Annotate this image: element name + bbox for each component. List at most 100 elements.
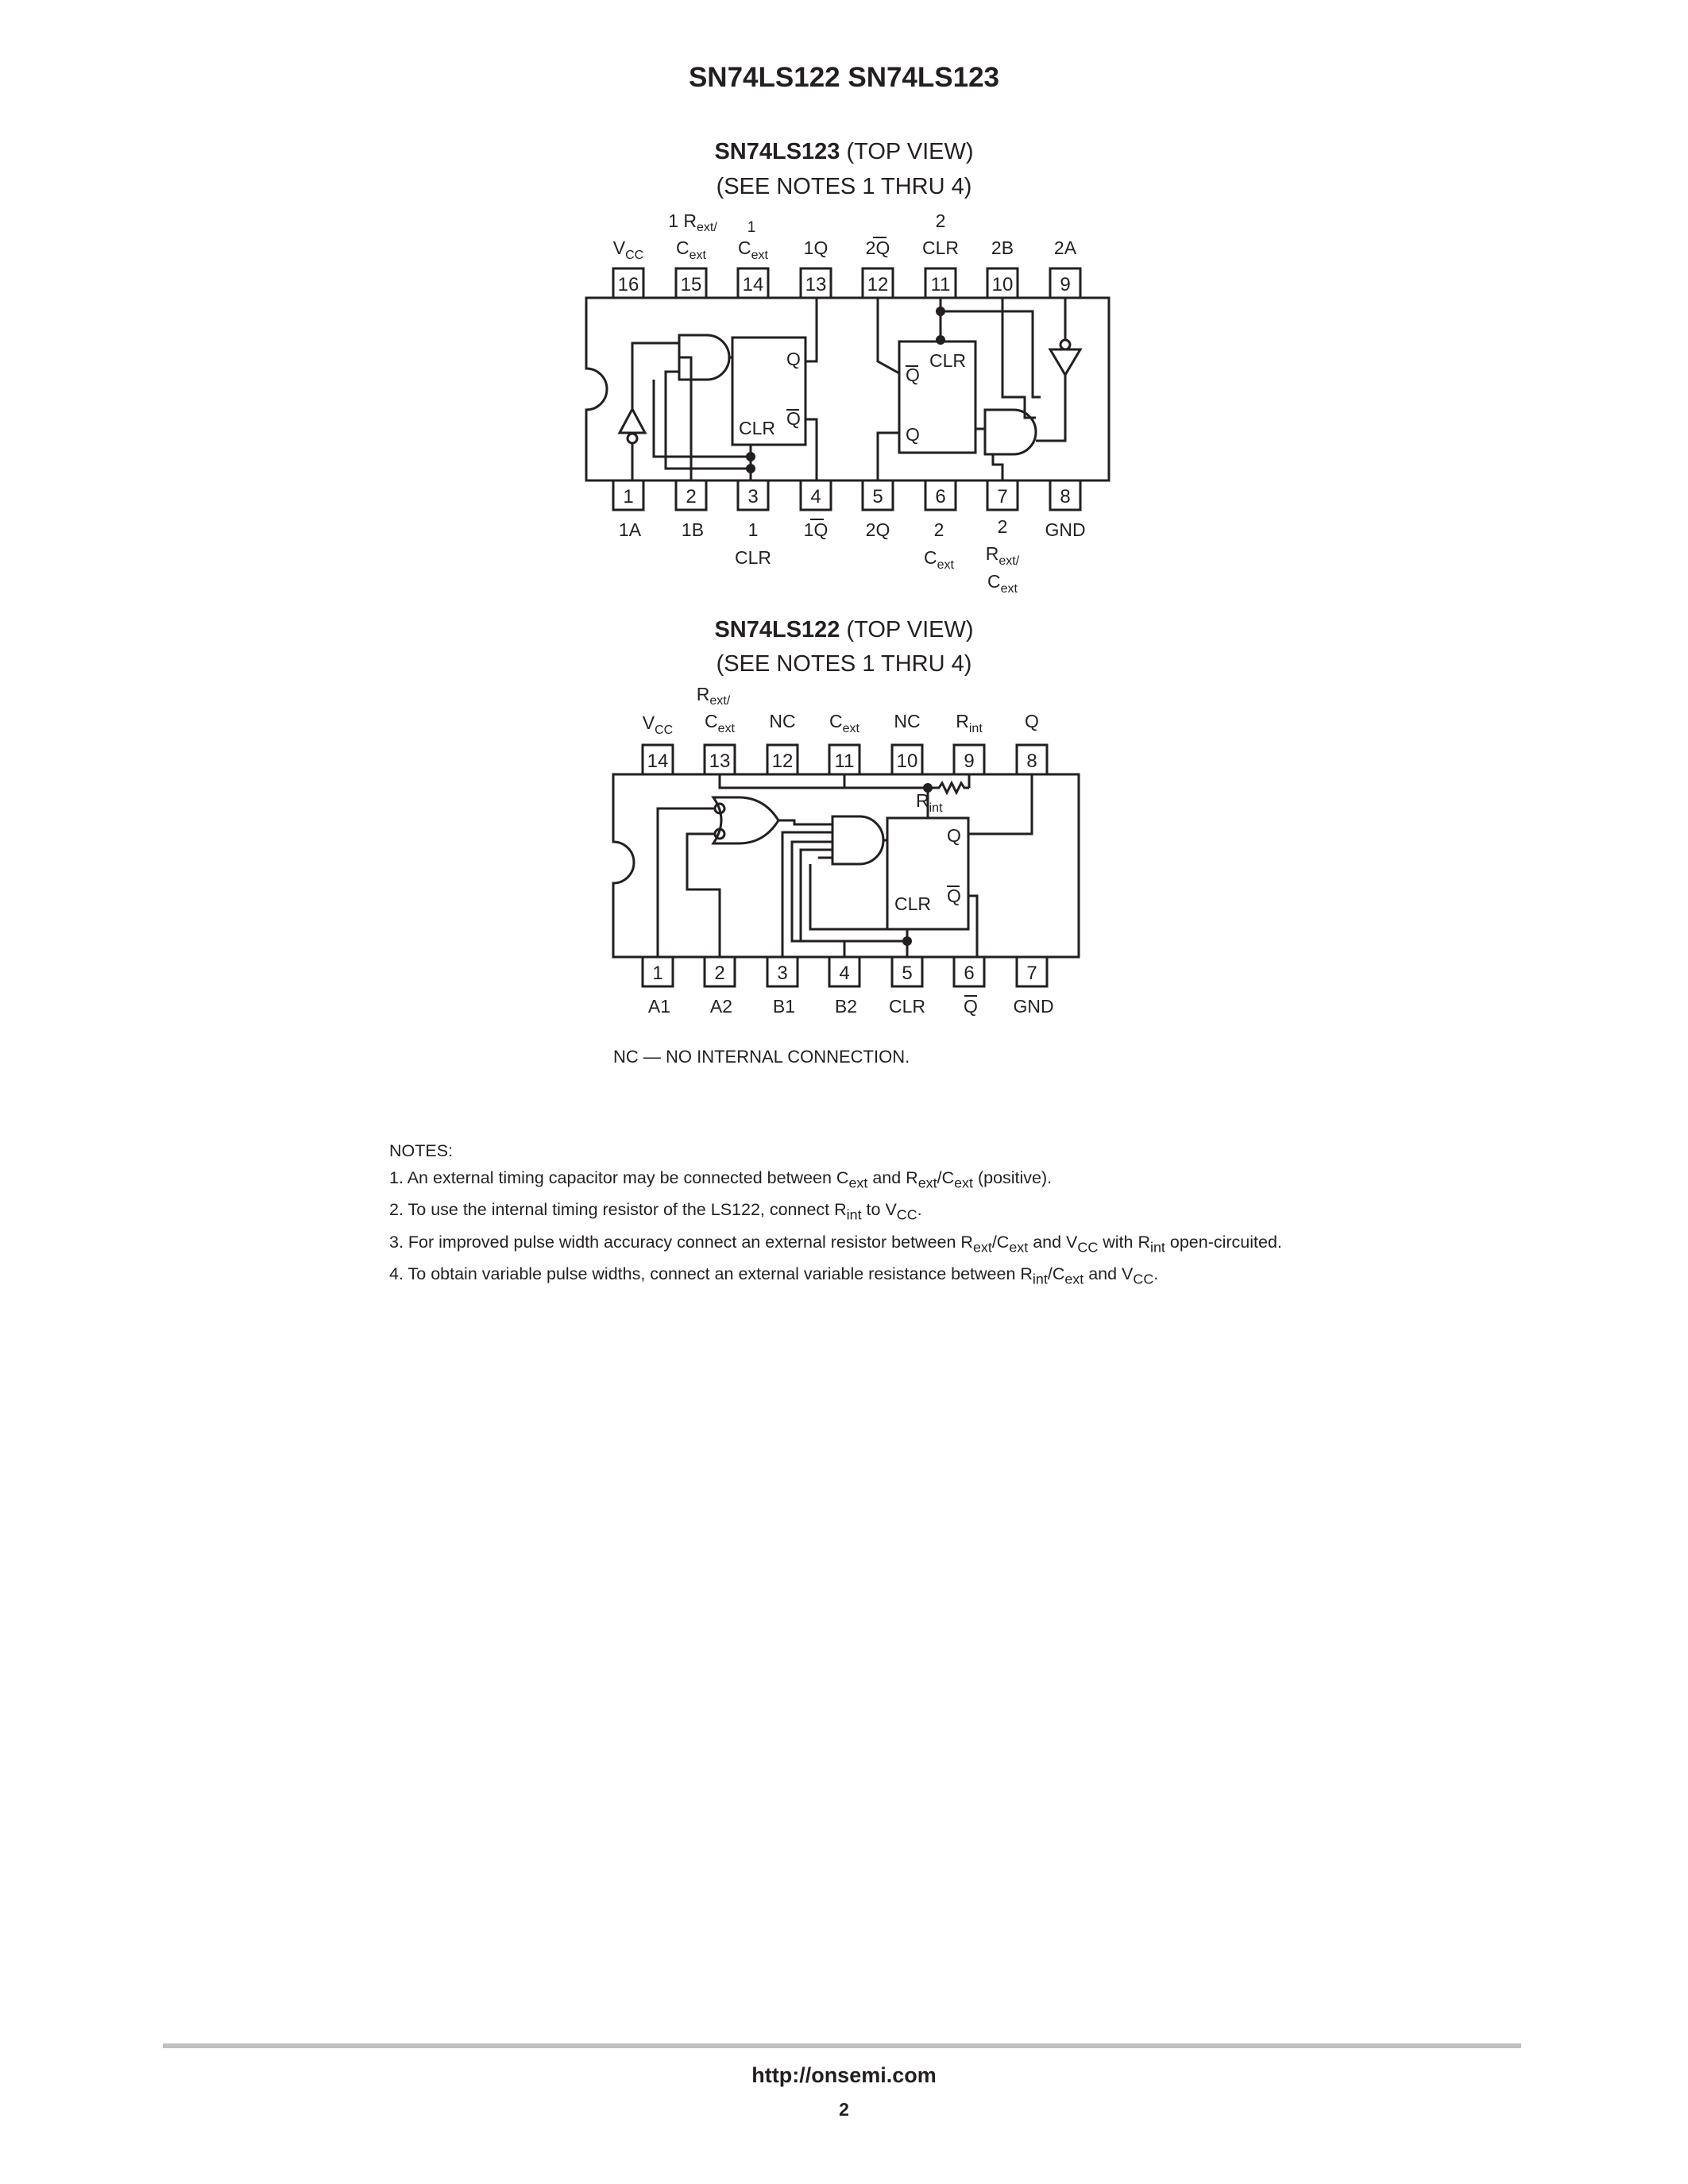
ls122-label-6: Q [964, 996, 978, 1017]
ls123-bottom-pin: 5 [872, 486, 883, 507]
ls122-label-vcc: VCC [643, 712, 673, 737]
ls123-label-vcc: VCC [613, 237, 643, 262]
ls122-label-12: NC [769, 711, 795, 731]
ls122-package-body [612, 773, 1080, 959]
page-number: 2 [839, 2099, 849, 2120]
note-2: 2. To use the internal timing resistor o… [389, 1200, 922, 1223]
ls123-label-14b: Cext [738, 237, 769, 262]
ls122-pin-numbers: 14 13 12 11 10 9 8 1 2 3 4 5 6 7 [647, 751, 1037, 984]
ls123-label-11a: 2 [936, 210, 946, 231]
notes-section: NOTES: 1. An external timing capacitor m… [389, 1137, 1282, 1292]
ls122-label-1: A1 [648, 996, 670, 1017]
nc-note: NC — NO INTERNAL CONNECTION. [613, 1047, 910, 1067]
ls122-top-pin: 8 [1026, 751, 1037, 772]
ls123-pin-numbers: 16 15 14 13 12 11 10 9 1 2 3 4 5 6 7 8 [618, 274, 1071, 507]
ls122-top-pin: 13 [709, 751, 731, 772]
ls123-label-1: 1A [619, 519, 642, 540]
ls123-label-4: 1Q [804, 519, 829, 540]
ls123-label-7a: 2 [998, 516, 1008, 537]
ls123-label-12: 2Q [866, 237, 890, 258]
ls123-buffer1 [617, 406, 647, 434]
ls123-label-15a: 1 Rext/ [668, 210, 717, 234]
ls123-diagram [585, 267, 1111, 511]
ls123-bottom-pin: 1 [623, 486, 633, 507]
ls122-notes-ref: (SEE NOTES 1 THRU 4) [716, 651, 972, 677]
ls123-label-11b: CLR [922, 237, 959, 258]
ls122-name: SN74LS122 [714, 617, 840, 642]
ls123-label-6a: 2 [934, 519, 944, 540]
ls123-top-pin: 15 [681, 274, 702, 295]
ls123-bottom-pin: 6 [935, 486, 945, 507]
ls123-heading: SN74LS123 (TOP VIEW) [0, 139, 1688, 165]
ls123-name: SN74LS123 [714, 139, 840, 164]
ls122-bottom-pin: 5 [902, 963, 912, 984]
ls123-label-10: 2B [991, 237, 1014, 258]
ls122-label-11: Cext [829, 711, 860, 735]
ls123-label-3b: CLR [735, 547, 771, 568]
ls123-label-5: 2Q [866, 519, 890, 540]
ls123-notes-ref: (SEE NOTES 1 THRU 4) [716, 174, 972, 199]
ls122-top-pin: 11 [835, 751, 855, 772]
ls122-diagram [612, 743, 1080, 988]
ls122-label-10: NC [894, 711, 920, 731]
ls122-top-pin: 10 [897, 751, 918, 772]
ls123-top-pin: 16 [618, 274, 639, 295]
ls123-label-9: 2A [1054, 237, 1077, 258]
ls122-rint-label: Rint [916, 790, 943, 815]
ls123-top-pin: 9 [1060, 274, 1070, 295]
ls122-top-pin: 9 [964, 751, 974, 772]
ls123-top-pin: 10 [992, 274, 1014, 295]
ls123-label-6b: Cext [924, 547, 955, 572]
ls123-ff1-clr: CLR [739, 418, 775, 438]
ls122-pin-labels: VCC Rext/ Cext NC Cext NC Rint Q A1 A2 B… [643, 684, 1054, 1017]
ls123-top-pin: 14 [743, 274, 764, 295]
ls123-bottom-pin: 4 [810, 486, 821, 507]
ls123-package-body [585, 296, 1111, 482]
ls123-ff2-qbar: Q [906, 365, 920, 385]
ls122-label-9: Rint [956, 711, 983, 735]
page-title: SN74LS122 SN74LS123 [688, 62, 1000, 93]
ls123-label-14a: 1 [747, 219, 756, 236]
ls122-label-2: A2 [710, 996, 732, 1017]
ls122-ff-qbar: Q [947, 886, 961, 906]
ls122-ff-labels: Rint Q Q CLR [894, 790, 961, 914]
ls122-ff-q: Q [947, 825, 961, 846]
ls123-bottom-pin: 7 [997, 486, 1007, 507]
ls123-ff1 [731, 336, 807, 446]
notes-heading: NOTES: [389, 1141, 454, 1160]
ls122-and-gate [831, 815, 885, 866]
note-3: 3. For improved pulse width accuracy con… [389, 1232, 1282, 1255]
ls122-top-pin: 12 [772, 751, 794, 772]
ls123-label-15b: Cext [676, 237, 707, 262]
ls122-heading: SN74LS122 (TOP VIEW) [0, 617, 1688, 643]
ls123-top-pin: 13 [805, 274, 827, 295]
ls122-label-4: B2 [835, 996, 857, 1017]
ls122-bottom-pin: 1 [652, 963, 662, 984]
ls123-label-3a: 1 [748, 519, 759, 540]
ls122-bottom-pin: 7 [1026, 963, 1037, 984]
ls123-view: (TOP VIEW) [846, 139, 974, 164]
note-4: 4. To obtain variable pulse widths, conn… [389, 1264, 1159, 1287]
ls123-bottom-pin: 3 [747, 486, 758, 507]
ls122-top-pin: 14 [647, 751, 669, 772]
ls123-ff-labels: Q Q CLR Q CLR Q [739, 349, 966, 445]
footer-rule [163, 2043, 1521, 2048]
ls123-inverter2 [1048, 348, 1083, 377]
ls123-top-pin: 11 [931, 274, 951, 295]
ls122-bottom-pin: 4 [839, 963, 849, 984]
ls123-and2 [983, 408, 1037, 456]
ls123-ff2-clr: CLR [929, 350, 966, 371]
ls123-ff1-qbar: Q [786, 408, 801, 429]
ls123-label-7b: Rext/ [986, 543, 1020, 568]
ls122-label-8: Q [1025, 711, 1039, 731]
ls122-bottom-pin: 3 [777, 963, 787, 984]
footer-url[interactable]: http://onsemi.com [751, 2063, 937, 2087]
ls122-label-3: B1 [773, 996, 795, 1017]
ls122-view: (TOP VIEW) [846, 617, 974, 642]
ls123-label-7c: Cext [987, 571, 1018, 596]
ls123-bottom-pin: 8 [1060, 486, 1070, 507]
ls122-label-5: CLR [889, 996, 925, 1017]
ls123-pin-labels: VCC 1 Rext/ Cext 1 Cext 1Q 2Q 2 CLR 2B 2… [613, 210, 1086, 596]
ls122-label-7: GND [1013, 996, 1053, 1017]
